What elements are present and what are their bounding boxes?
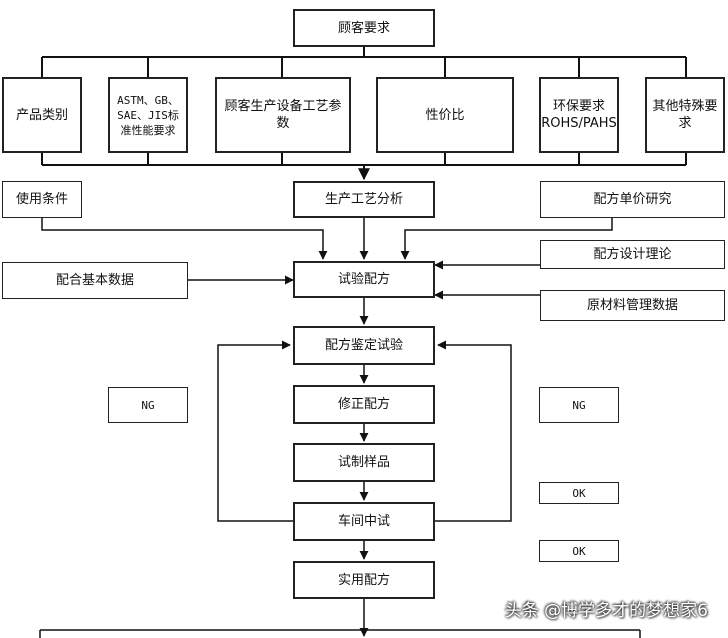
- ng-label-left: NG: [108, 387, 188, 423]
- use-conditions-box: 使用条件: [2, 181, 82, 218]
- ok-label-1: OK: [539, 482, 619, 504]
- formula-identification-test-box: 配方鉴定试验: [293, 326, 435, 365]
- cost-performance-box: 性价比: [376, 77, 514, 153]
- customer-requirements-box: 顾客要求: [293, 9, 435, 47]
- standards-box: ASTM、GB、SAE、JIS标准性能要求: [108, 77, 188, 153]
- environmental-requirements-box: 环保要求 ROHS/PAHS: [539, 77, 619, 153]
- watermark: 头条 @博学多才的梦想家6: [504, 601, 708, 621]
- trial-sample-box: 试制样品: [293, 443, 435, 482]
- ng-label-right: NG: [539, 387, 619, 423]
- raw-material-data-box: 原材料管理数据: [540, 290, 725, 321]
- unit-price-box: 配方单价研究: [540, 181, 725, 218]
- revise-formula-box: 修正配方: [293, 385, 435, 424]
- product-category-box: 产品类别: [2, 77, 82, 153]
- design-theory-box: 配方设计理论: [540, 240, 725, 269]
- trial-formula-box: 试验配方: [293, 261, 435, 298]
- workshop-trial-box: 车间中试: [293, 502, 435, 541]
- process-parameters-box: 顾客生产设备工艺参数: [215, 77, 351, 153]
- basic-data-box: 配合基本数据: [2, 262, 188, 299]
- ok-label-2: OK: [539, 540, 619, 562]
- other-requirements-box: 其他特殊要求: [645, 77, 725, 153]
- practical-formula-box: 实用配方: [293, 561, 435, 599]
- process-analysis-box: 生产工艺分析: [293, 181, 435, 218]
